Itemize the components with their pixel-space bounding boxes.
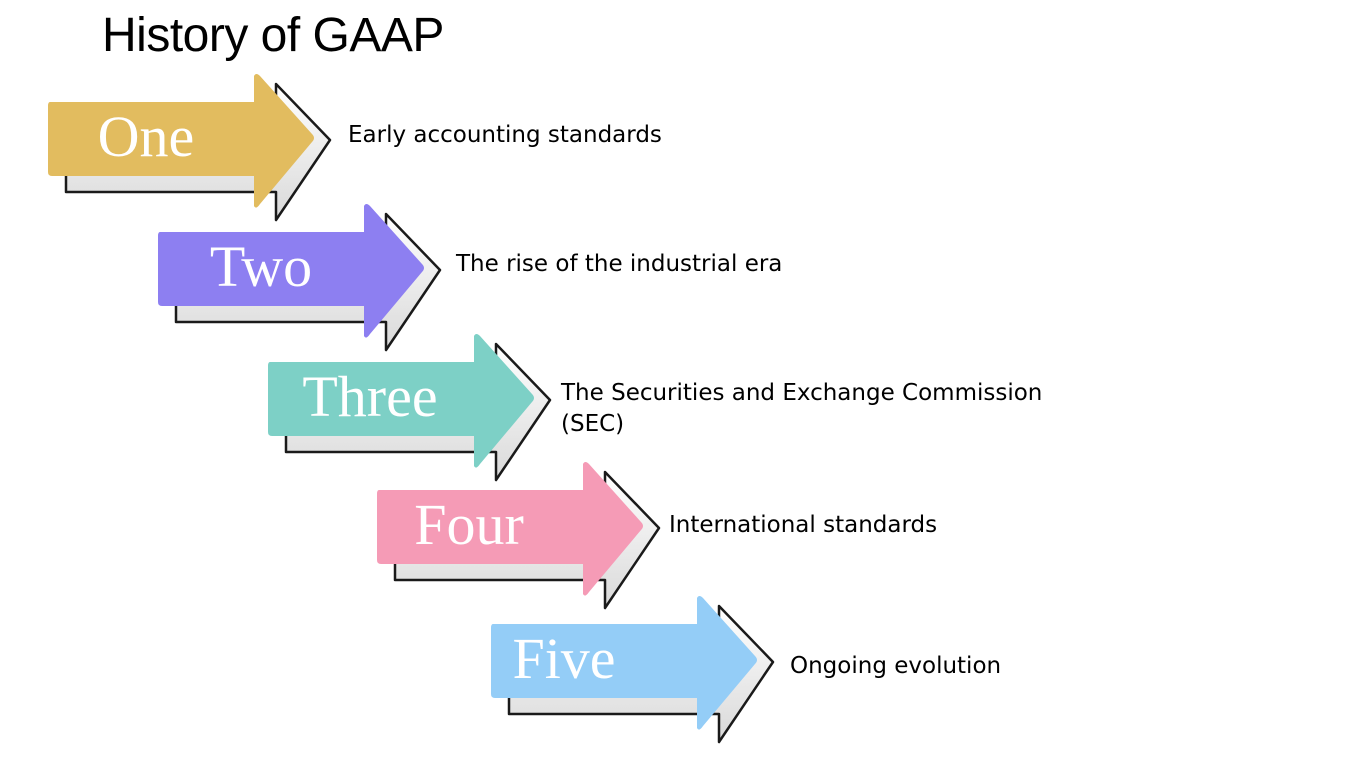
step-caption-5: Ongoing evolution	[790, 653, 1002, 679]
arrow-body	[377, 462, 643, 596]
step-arrow-3: Three	[268, 334, 552, 482]
step-number-label: Four	[414, 492, 524, 557]
step-caption-1: Early accounting standards	[348, 122, 662, 148]
step-number-label: Five	[512, 626, 615, 691]
step-arrow-4: Four	[377, 462, 661, 610]
arrow-body	[158, 204, 424, 338]
arrow-body	[491, 596, 757, 730]
step-arrow-2: Two	[158, 204, 442, 352]
page-title: History of GAAP	[102, 9, 444, 62]
step-arrow-1: One	[48, 74, 332, 222]
step-number-label: Three	[302, 364, 437, 429]
step-number-label: One	[98, 104, 195, 169]
step-number-label: Two	[210, 234, 312, 299]
arrow-body	[48, 74, 314, 208]
step-caption-3: The Securities and Exchange Commission (…	[561, 380, 1043, 437]
step-arrow-5: Five	[491, 596, 775, 744]
step-caption-2: The rise of the industrial era	[456, 251, 783, 277]
arrow-body	[268, 334, 534, 468]
step-caption-4: International standards	[669, 512, 938, 538]
